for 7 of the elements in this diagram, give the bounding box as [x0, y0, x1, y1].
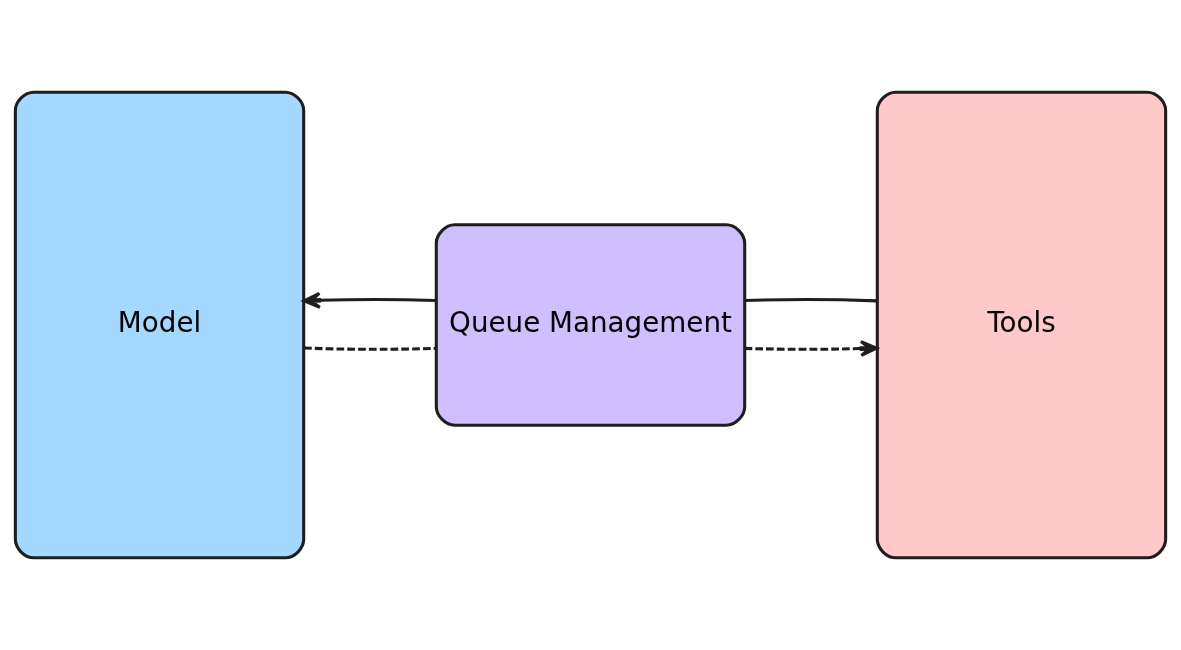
connector	[744, 298, 877, 303]
node-box: Model	[13, 90, 306, 560]
arrow	[744, 340, 879, 358]
node-box: Queue Management	[434, 223, 747, 427]
connector	[304, 346, 436, 351]
arrow	[302, 291, 436, 309]
node-box: Tools	[875, 90, 1168, 560]
